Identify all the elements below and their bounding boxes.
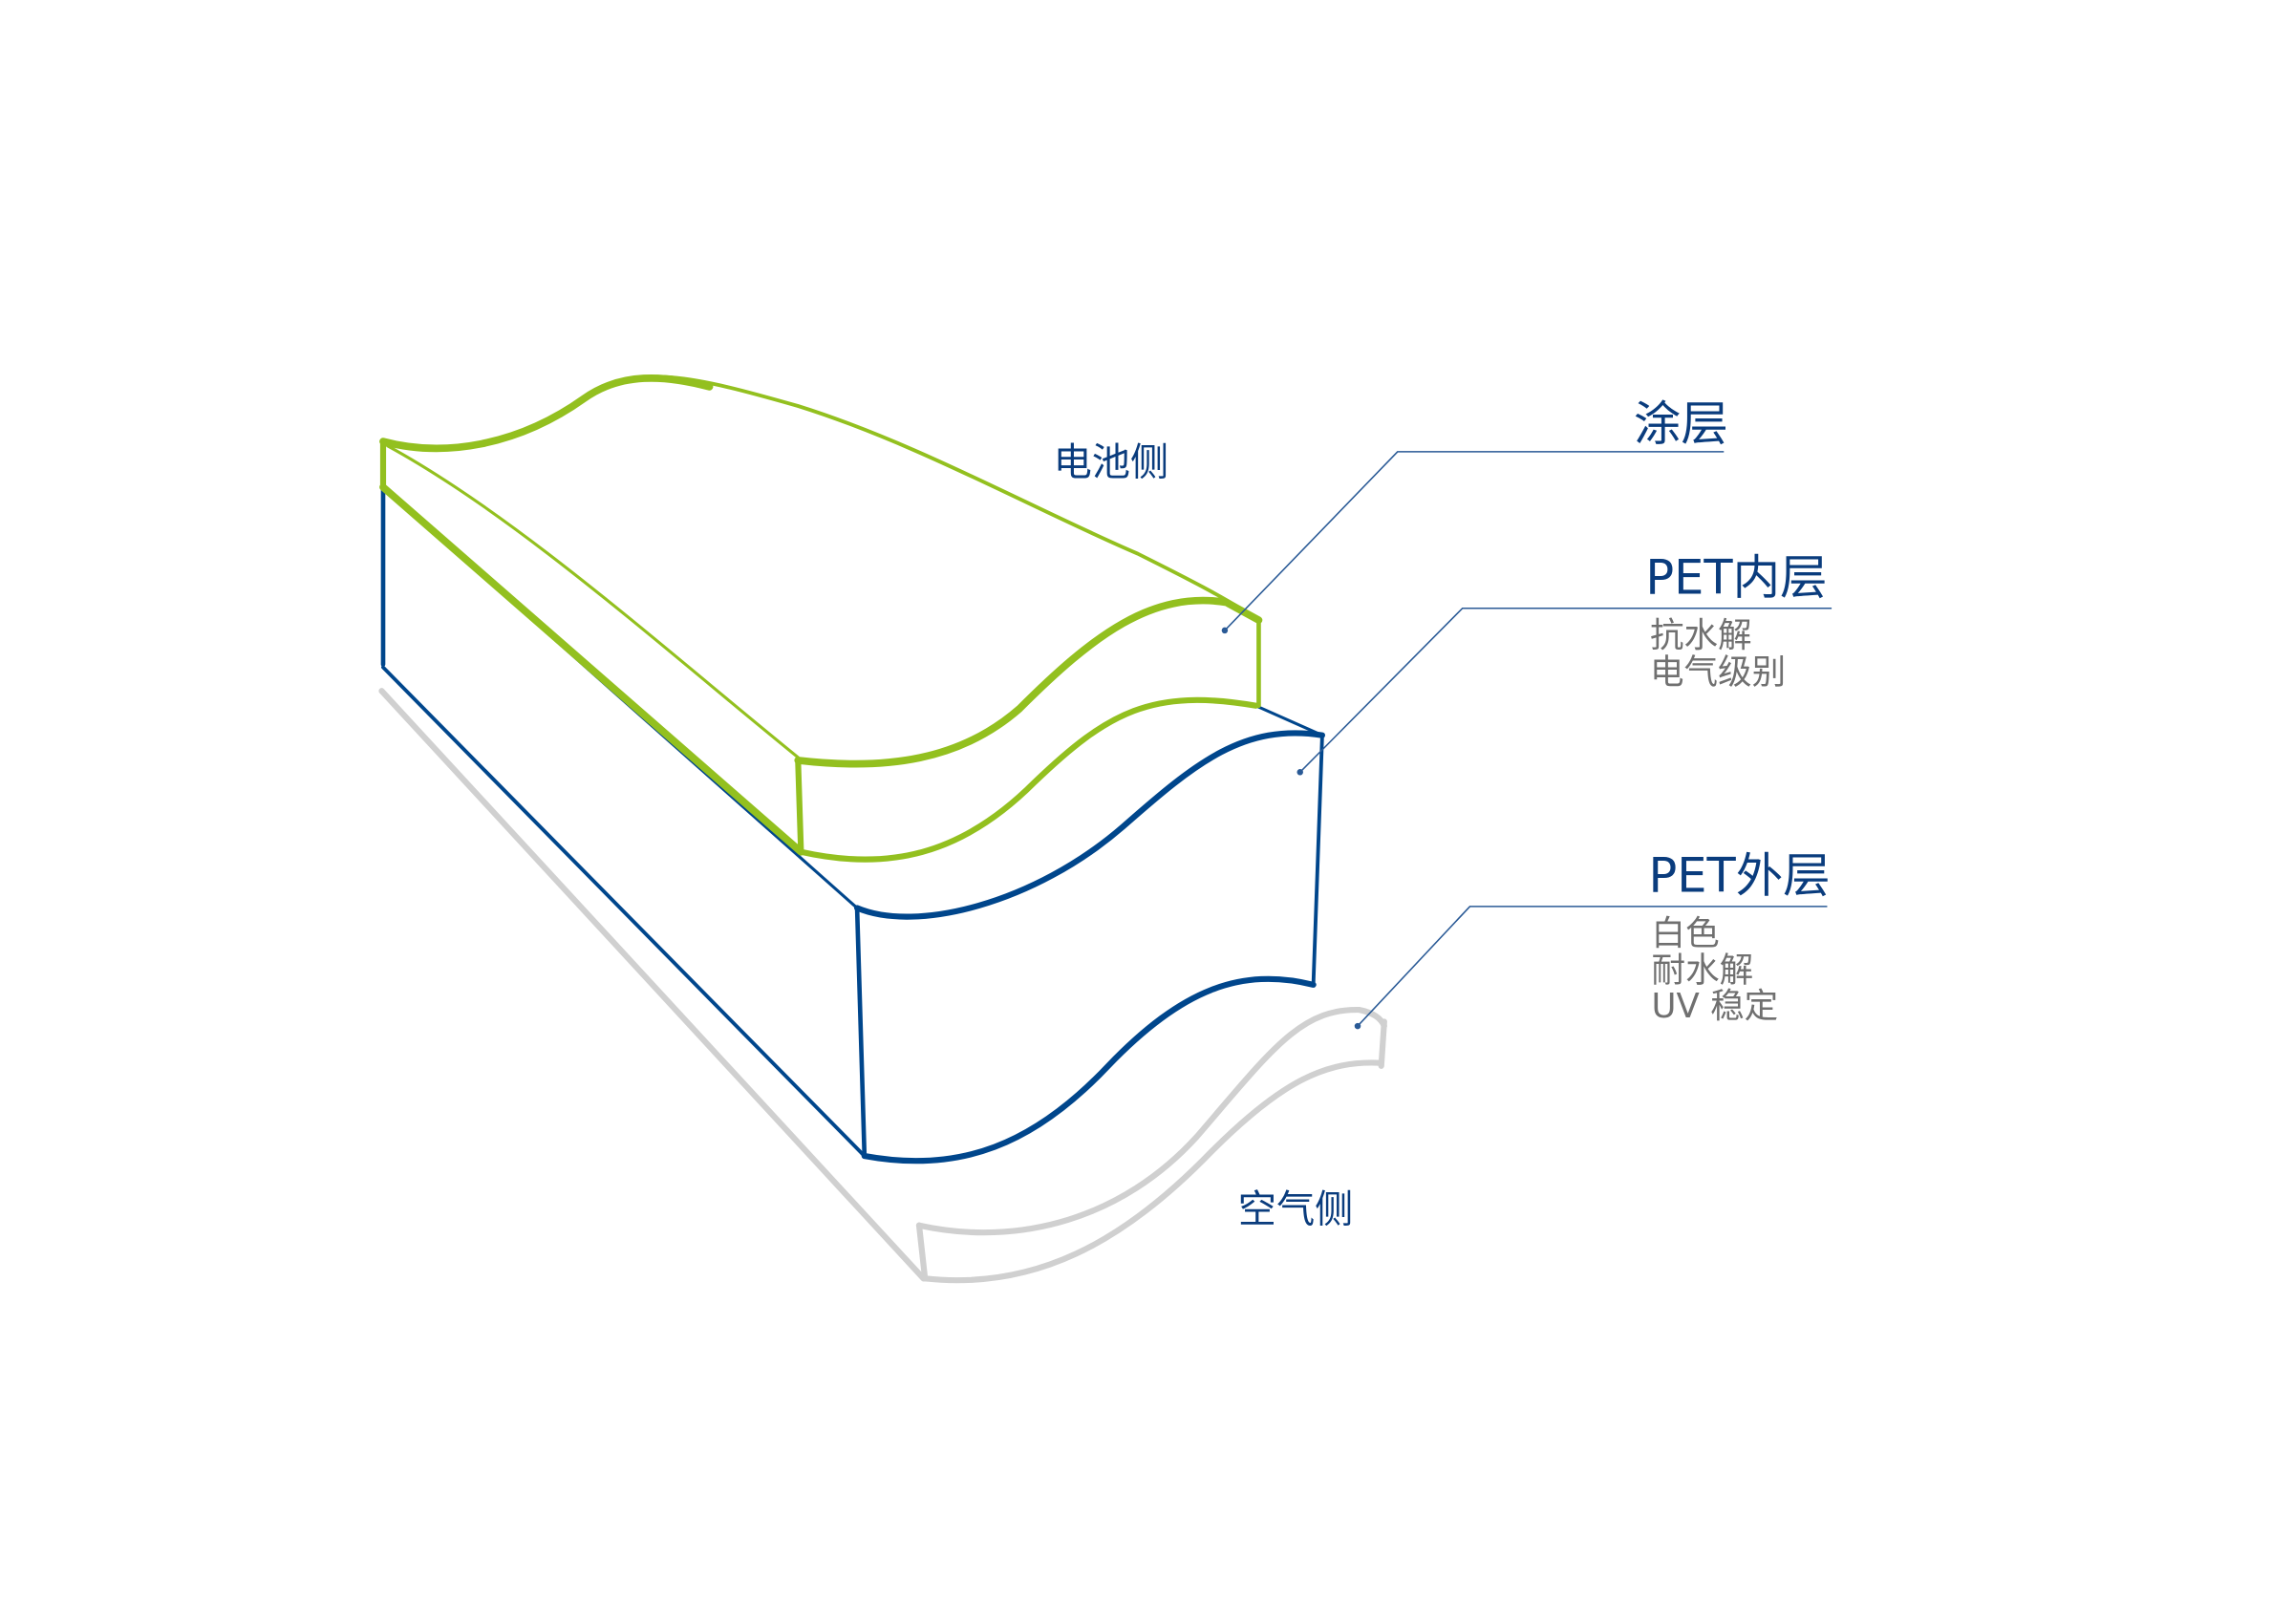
pet-inner-title: PET内层 <box>1645 549 1827 605</box>
air-side-label: 空气侧 <box>1238 1188 1354 1232</box>
leader-coating <box>1221 451 1725 634</box>
pet-outer-title: PET外层 <box>1648 847 1830 903</box>
pet-inner-property: 电气级别 <box>1650 653 1786 693</box>
coating-layer-shape <box>379 374 1263 863</box>
pet-outer-property: 白色 <box>1652 914 1720 953</box>
leader-pet-outer <box>1354 906 1828 1030</box>
leader-pet-inner <box>1297 607 1832 776</box>
pet-outer-layer-shape <box>378 688 1387 1284</box>
battery-side-label: 电池侧 <box>1054 441 1169 485</box>
pet-outer-property: 耐水解 <box>1652 951 1754 991</box>
pet-inner-property: 抗水解 <box>1650 616 1752 655</box>
coating-title: 涂层 <box>1634 396 1728 452</box>
pet-inner-layer-shape <box>380 484 1325 1165</box>
pet-outer-property: UV 稳定 <box>1652 987 1779 1026</box>
